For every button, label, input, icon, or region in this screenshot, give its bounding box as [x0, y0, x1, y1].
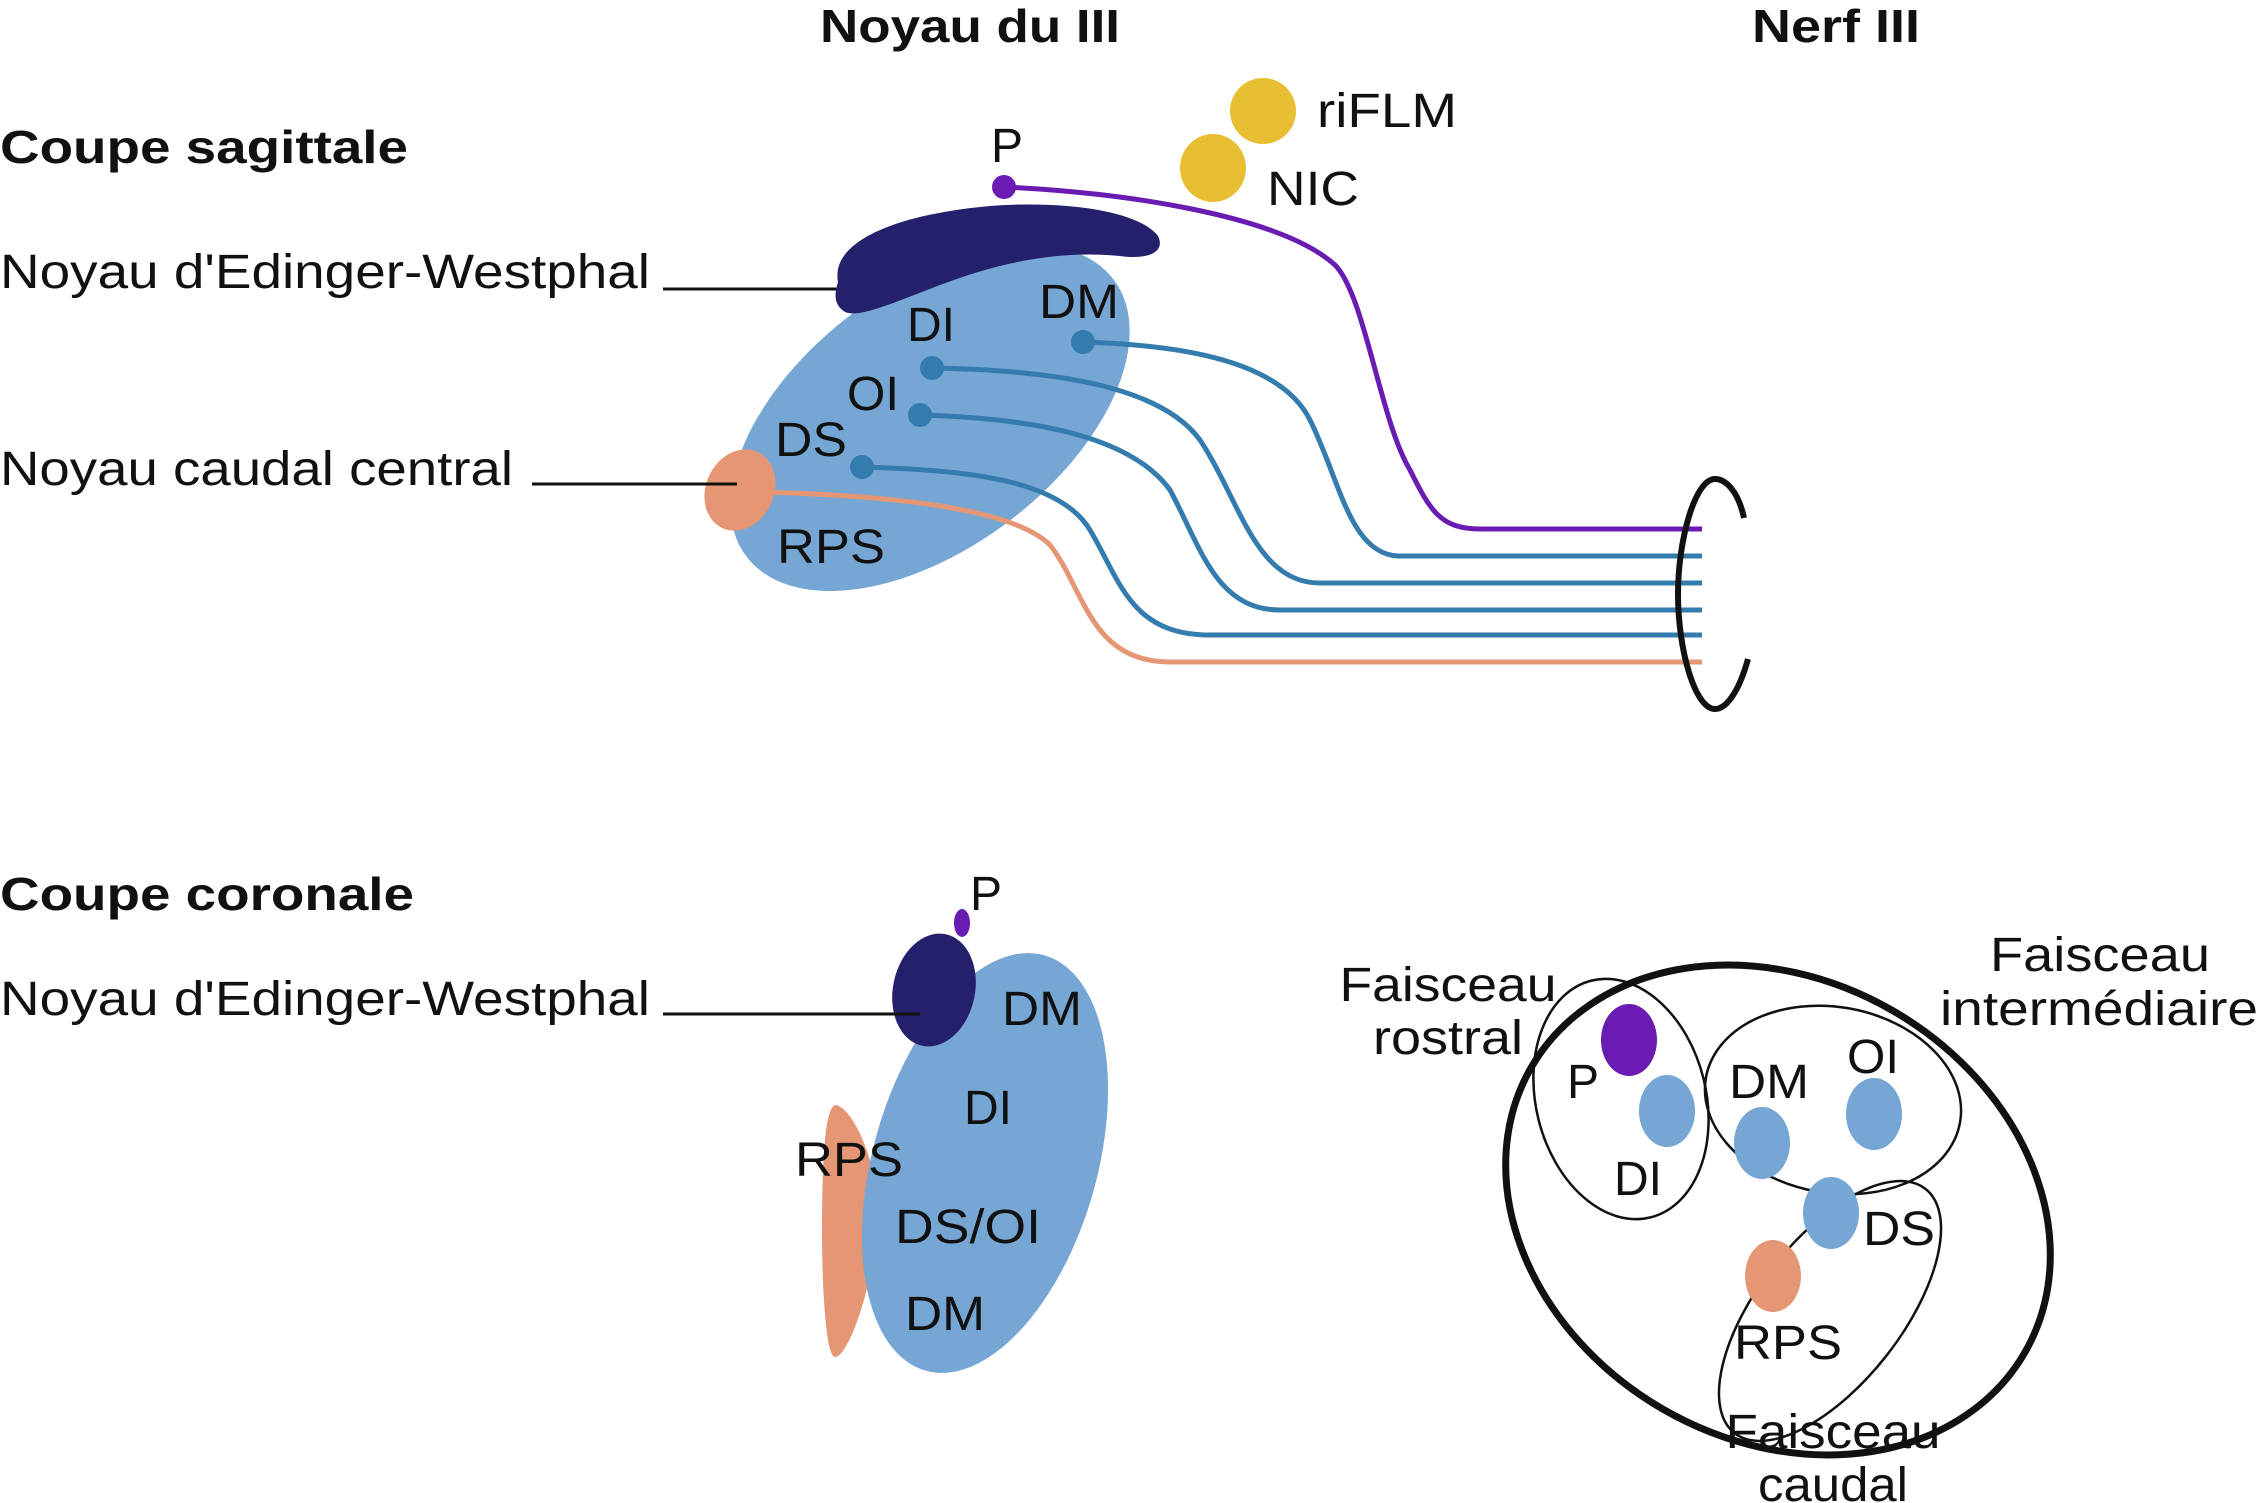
bundle-rps-label: RPS	[1734, 1317, 1842, 1370]
intermediate-bundle-label-line1: Faisceau	[1990, 929, 2210, 982]
fiber-rps	[759, 489, 1702, 665]
bundle-oi-label: OI	[1847, 1031, 1899, 1084]
coronal-edinger-westphal-label: Noyau d'Edinger-Westphal	[0, 973, 650, 1026]
header-nerf-iii: Nerf III	[1752, 0, 1920, 52]
nic-label: NIC	[1267, 163, 1359, 216]
fiber-ds	[861, 464, 1702, 638]
sagittal-rps-label: RPS	[777, 521, 885, 574]
coronal-ds-oi-label: DS/OI	[895, 1201, 1041, 1254]
sagittal-caudal-central-label: Noyau caudal central	[0, 443, 513, 496]
sagittal-section-title: Coupe sagittale	[0, 121, 408, 173]
bundle-di-fiber	[1639, 1075, 1695, 1147]
bundle-dm-fiber	[1734, 1107, 1790, 1179]
sagittal-dm-label: DM	[1039, 276, 1119, 329]
coronal-p-label: P	[970, 868, 1002, 921]
sagittal-ds-label: DS	[775, 414, 847, 467]
bundle-rps-fiber	[1745, 1240, 1801, 1312]
coronal-section-title: Coupe coronale	[0, 868, 414, 920]
bundle-di-label: DI	[1614, 1153, 1662, 1206]
coronal-edinger-westphal-nucleus	[892, 933, 976, 1047]
coronal-rps-label: RPS	[795, 1134, 903, 1187]
fiber-dm	[1082, 339, 1702, 559]
caudal-bundle-label-line2: caudal	[1758, 1459, 1908, 1503]
caudal-bundle-label-line1: Faisceau	[1726, 1406, 1941, 1459]
fiber-oi	[919, 412, 1702, 613]
sagittal-edinger-westphal-label: Noyau d'Edinger-Westphal	[0, 246, 650, 299]
rostral-bundle-outline	[1532, 977, 1710, 1221]
bundle-ds-label: DS	[1863, 1203, 1935, 1256]
nerve-ring	[1674, 475, 1751, 713]
sagittal-di-label: DI	[907, 299, 955, 352]
coronal-rps-nucleus	[822, 1105, 878, 1357]
nic-nucleus	[1180, 134, 1246, 202]
intermediate-bundle-label-line2: intermédiaire	[1940, 983, 2258, 1036]
coronal-dm-bottom-label: DM	[905, 1288, 985, 1341]
fiber-p-origin	[992, 175, 1016, 199]
sagittal-edinger-westphal-nucleus	[835, 204, 1160, 314]
coronal-di-label: DI	[964, 1082, 1012, 1135]
riflm-nucleus	[1230, 78, 1296, 144]
sagittal-oi-label: OI	[847, 368, 899, 421]
nerve-outer-outline	[1502, 961, 2054, 1459]
sagittal-caudal-central-nucleus	[704, 449, 776, 531]
bundle-dm-label: DM	[1729, 1056, 1809, 1109]
sagittal-p-label: P	[991, 120, 1023, 173]
riflm-label: riFLM	[1317, 85, 1457, 138]
fiber-dm-origin	[1071, 330, 1095, 354]
header-noyau-du-iii: Noyau du III	[820, 0, 1120, 52]
coronal-p-nucleus	[954, 909, 970, 937]
fiber-oi-origin	[908, 403, 932, 427]
bundle-p-fiber	[1601, 1004, 1657, 1076]
rostral-bundle-label-line1: Faisceau	[1340, 959, 1557, 1012]
rostral-bundle-label-line2: rostral	[1373, 1012, 1523, 1065]
fiber-di	[931, 365, 1702, 586]
coronal-dm-top-label: DM	[1002, 983, 1082, 1036]
fiber-ds-origin	[850, 455, 874, 479]
fiber-di-origin	[920, 356, 944, 380]
bundle-ds-fiber	[1803, 1177, 1859, 1249]
bundle-p-label: P	[1567, 1056, 1599, 1109]
fiber-p	[1003, 184, 1702, 532]
coronal-oculomotor-nucleus	[861, 953, 1109, 1373]
bundle-oi-fiber	[1846, 1078, 1902, 1150]
